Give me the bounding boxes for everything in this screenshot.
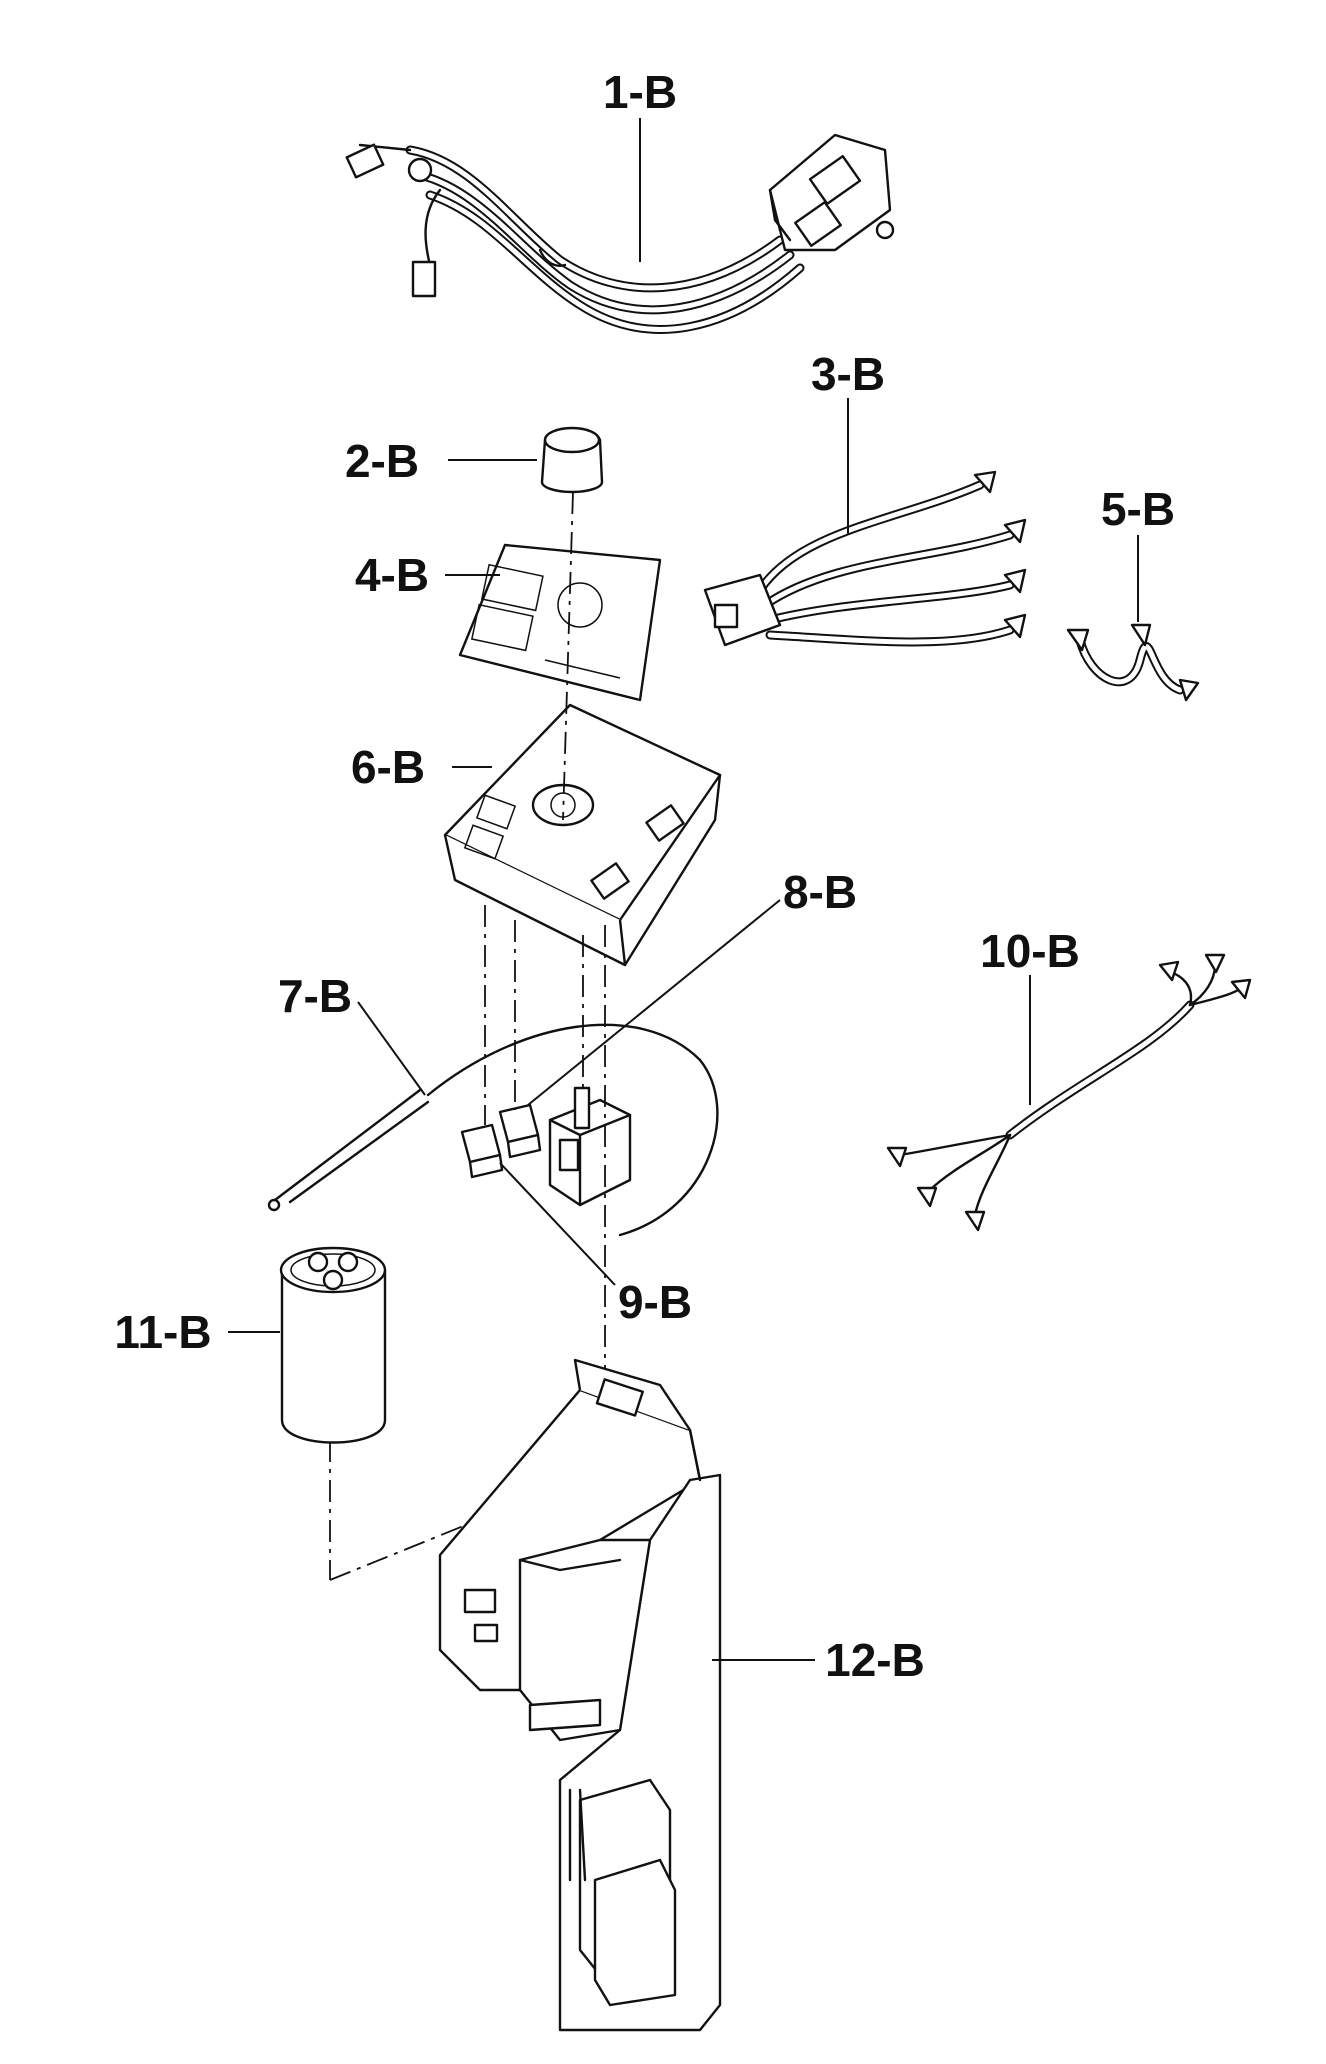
alignment-lines [329, 491, 606, 1581]
part-10-b-wire-harness [886, 953, 1252, 1232]
label-2-b: 2-B [345, 435, 419, 487]
part-2-b-knob [448, 426, 604, 494]
label-1-b: 1-B [603, 66, 677, 118]
label-7-b: 7-B [278, 970, 352, 1022]
label-8-b: 8-B [783, 866, 857, 918]
part-9-b-switches-thermostat [460, 1086, 632, 1286]
label-12-b: 12-B [825, 1634, 925, 1686]
part-6-b-control-cover [443, 703, 722, 967]
label-5-b: 5-B [1101, 483, 1175, 535]
part-8-b-rocker-switch [498, 899, 781, 1159]
part-4-b-label-plate [445, 543, 662, 702]
part-7-b-thermostat-capillary [267, 1001, 719, 1237]
part-3-b-wire-harness [703, 398, 1027, 647]
part-5-b-jumper-wire [1066, 535, 1200, 702]
label-6-b: 6-B [351, 741, 425, 793]
label-4-b: 4-B [355, 549, 429, 601]
label-3-b: 3-B [811, 348, 885, 400]
part-11-b-capacitor [228, 1246, 387, 1444]
label-9-b: 9-B [618, 1276, 692, 1328]
part-1-b-power-cord [345, 118, 895, 334]
part-12-b-control-box [438, 1358, 815, 2032]
label-10-b: 10-B [980, 925, 1080, 977]
label-11-b: 11-B [114, 1306, 211, 1358]
